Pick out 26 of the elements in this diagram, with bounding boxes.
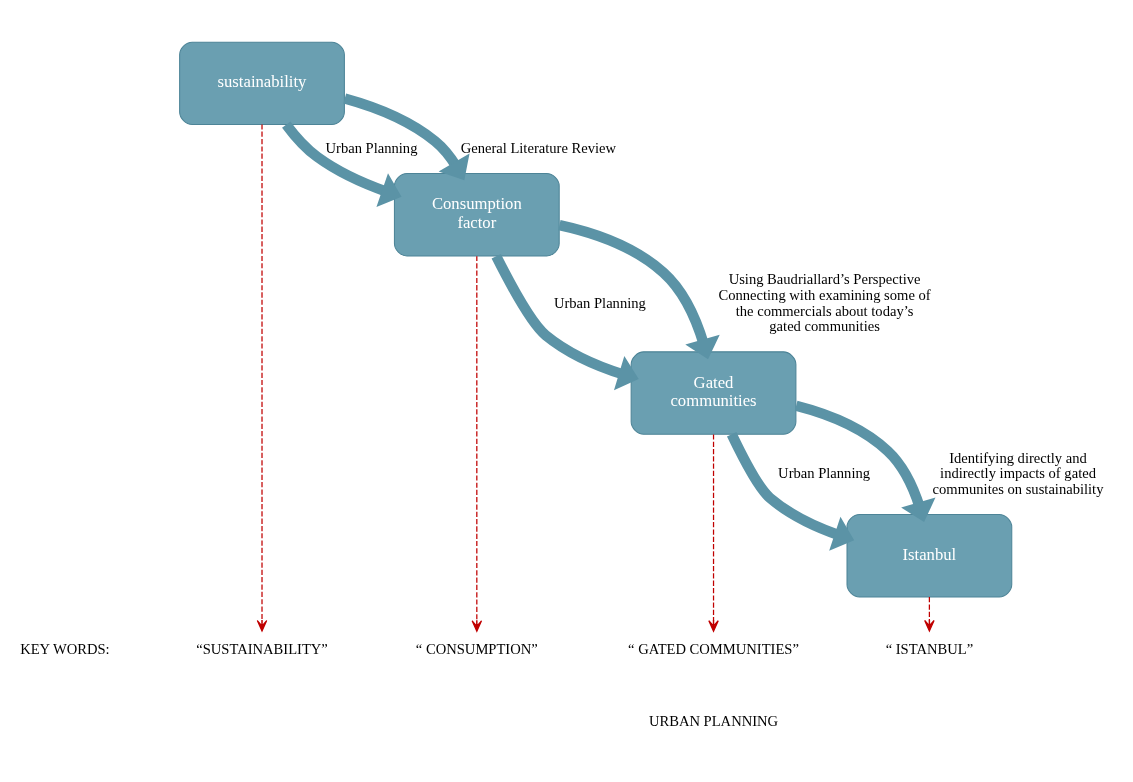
node-text: “ GATED COMMUNITIES” bbox=[628, 640, 799, 657]
arrow bbox=[558, 219, 720, 359]
edge-label: Urban Planning bbox=[325, 139, 418, 156]
edge-label: Urban Planning bbox=[778, 464, 871, 481]
arrow bbox=[708, 433, 719, 632]
node-text: “ ISTANBUL” bbox=[885, 640, 974, 657]
label: URBAN PLANNING bbox=[648, 712, 779, 729]
node-box: Istanbul bbox=[846, 513, 1013, 597]
arrow bbox=[343, 93, 470, 180]
label: KEY WORDS: bbox=[20, 640, 110, 657]
arrow bbox=[471, 255, 483, 632]
arrow bbox=[256, 123, 268, 632]
arrow bbox=[727, 431, 855, 551]
edge-label: Identifying directly and indirectly impacts of gated communites on sustainability bbox=[932, 449, 1104, 497]
arrow bbox=[282, 120, 402, 207]
node-box: Consumption factor bbox=[393, 172, 560, 256]
edge-label: Urban Planning bbox=[553, 294, 646, 311]
node-box: sustainability bbox=[179, 41, 345, 125]
arrow bbox=[794, 400, 936, 522]
node-box: Gated communities bbox=[630, 350, 797, 435]
edge-label: General Literature Review bbox=[460, 139, 617, 156]
arrow bbox=[924, 595, 935, 632]
node-text: “ CONSUMPTION” bbox=[415, 640, 538, 657]
node-text: “SUSTAINABILITY” bbox=[196, 640, 328, 657]
edge-label: Using Baudriallard’s Perspective Connecting with examining some of the commercials about today’s gated communities bbox=[718, 270, 931, 334]
arrow bbox=[491, 253, 639, 390]
